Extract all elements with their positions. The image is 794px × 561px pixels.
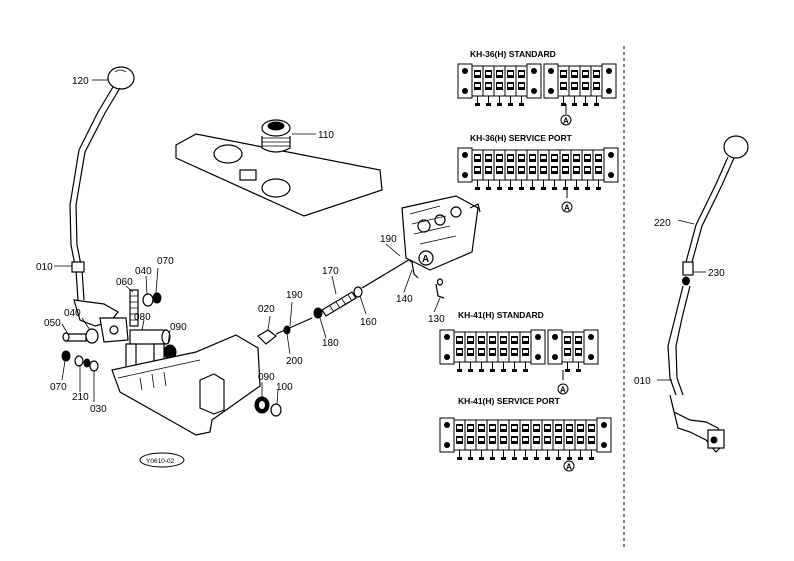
label-060: 060 [116, 277, 133, 288]
part-140-130 [411, 261, 445, 299]
part-080-tube [125, 329, 171, 369]
lever-right [667, 135, 749, 453]
header-kh36-standard: KH-36(H) STANDARD [470, 49, 556, 59]
part-040-070-washers-top [142, 292, 162, 307]
marker-a-kh41-service: A [566, 463, 572, 472]
control-valve: A [401, 195, 481, 271]
label-160: 160 [360, 317, 377, 328]
header-kh41-service: KH-41(H) SERVICE PORT [458, 396, 561, 406]
leader-lines [54, 79, 706, 405]
header-kh41-standard: KH-41(H) STANDARD [458, 310, 544, 320]
label-080: 080 [134, 312, 151, 323]
label-180: 180 [322, 338, 339, 349]
part-050-pin [62, 332, 87, 342]
base-plate [111, 334, 261, 436]
label-050: 050 [44, 318, 61, 329]
lever-bracket [73, 299, 129, 343]
linkage-rods [257, 253, 416, 345]
stack-kh41-standard: A [439, 329, 599, 395]
label-100: 100 [276, 382, 293, 393]
label-020: 020 [258, 304, 275, 315]
label-120: 120 [72, 76, 89, 87]
label-190-top: 190 [380, 234, 397, 245]
drawing-code: Y0610-02 [146, 458, 175, 465]
stack-kh41-service: A [439, 417, 612, 472]
label-070-bottom: 070 [50, 382, 67, 393]
marker-a-kh36-standard: A [563, 117, 569, 126]
label-140: 140 [396, 294, 413, 305]
label-090-bottom: 090 [258, 372, 275, 383]
label-040-mid: 040 [64, 308, 81, 319]
label-110: 110 [318, 130, 334, 141]
label-030: 030 [90, 404, 107, 415]
part-060-spring [129, 289, 139, 327]
label-190-mid: 190 [286, 290, 303, 301]
stack-kh36-service: A [457, 147, 619, 213]
label-230: 230 [708, 268, 725, 279]
label-200: 200 [286, 356, 303, 367]
lever-knob-left [107, 66, 135, 90]
marker-a-kh41-standard: A [560, 386, 566, 395]
label-130: 130 [428, 314, 445, 325]
marker-a-valve: A [422, 254, 429, 265]
label-070-top: 070 [157, 256, 174, 267]
part-lower-washers [61, 350, 99, 372]
header-kh36-service: KH-36(H) SERVICE PORT [470, 133, 573, 143]
part-040-bushing [85, 328, 99, 344]
label-220: 220 [654, 218, 671, 229]
label-170: 170 [322, 266, 339, 277]
label-210: 210 [72, 392, 89, 403]
floor-panel [175, 119, 383, 217]
label-010-left: 010 [36, 262, 53, 273]
label-090-mid: 090 [170, 322, 187, 333]
drawing-code-badge: Y0610-02 [139, 452, 185, 468]
lever-rod-left [69, 86, 121, 301]
stack-kh36-standard: A [457, 63, 617, 126]
label-010-right: 010 [634, 376, 651, 387]
label-040-top: 040 [135, 266, 152, 277]
marker-a-kh36-service: A [564, 204, 570, 213]
